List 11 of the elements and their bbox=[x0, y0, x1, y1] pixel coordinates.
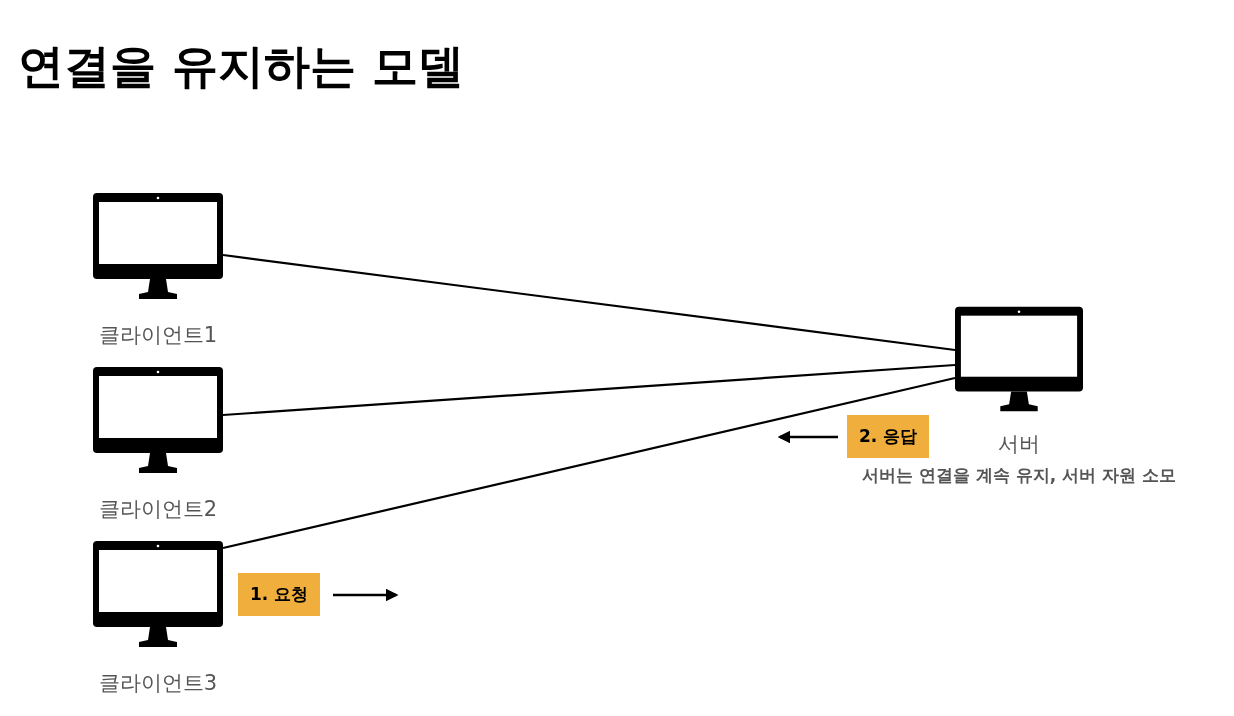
note: 서버는 연결을 계속 유지, 서버 자원 소모 bbox=[862, 464, 1176, 487]
client-label: 클라이언트2 bbox=[98, 496, 218, 523]
server-label: 서버 bbox=[998, 431, 1040, 458]
connection-line bbox=[222, 253, 956, 352]
step-tag: 1. 요청 bbox=[238, 573, 321, 616]
connection-line bbox=[222, 363, 956, 417]
step-tag: 2. 응답 bbox=[847, 415, 930, 458]
client-label: 클라이언트1 bbox=[98, 322, 218, 349]
title: 연결을 유지하는 모델 bbox=[18, 38, 465, 95]
client-label: 클라이언트3 bbox=[98, 670, 218, 697]
connection-line bbox=[222, 376, 956, 550]
